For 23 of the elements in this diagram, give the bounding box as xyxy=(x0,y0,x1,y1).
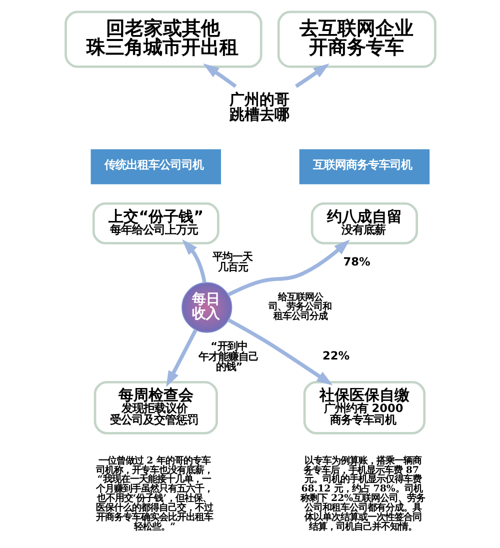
arrow xyxy=(182,239,206,284)
node-box: 传统出租车公司司机 xyxy=(90,149,221,184)
node-box: 每周检查会 发现拒载议价受公司及交管惩罚 xyxy=(93,381,218,434)
edge-label: “开到中午才能赚自己的钱” xyxy=(198,340,258,374)
node-box: 约八成自留 没有底薪 xyxy=(310,202,418,244)
arrow xyxy=(294,64,329,88)
arrow xyxy=(226,318,332,386)
label: 给互联网公司、劳务公司和租车公司分成 xyxy=(268,292,332,322)
node-circle: 每日收入 xyxy=(181,282,232,333)
node-box: 社保医保自缴 广州约有 2000商务专车司机 xyxy=(302,381,426,434)
node-text: 广州的哥跳槽去哪 xyxy=(229,90,290,124)
arrow xyxy=(166,328,197,388)
label: 一位曾做过 2 年的哥的专车司机称，开专车也没有底薪，“我现在一天能接十几单，一个月赚到手虽然只有五六千，也不用交‘份子钱’，但社保、医保什么的都得自己交，不过开商务专车确实会比开出租车轻松些。” xyxy=(95,455,212,532)
node-box: 去互联网企业开商务专车 xyxy=(276,10,436,68)
arrow xyxy=(202,64,236,88)
node-box: 上交“份子钱” 每年给公司上万元 xyxy=(92,202,219,244)
node-box: 互联网商务专车司机 xyxy=(298,149,430,184)
label: 以专车为例算账，搭乘一辆商务专车后，手机显示车费 87 元。司机的手机显示仅得车费 68.12 元，约占 78%。司机称剩下 22%互联网公司、劳务公司和租车公司都有分成。具体以单次结算或一次性签合同结算，司机自己并不知情。 xyxy=(300,455,425,532)
node-box: 回老家或其他珠三角城市开出租 xyxy=(64,10,262,68)
edge-label: 78% xyxy=(342,254,370,268)
edge-label: 22% xyxy=(322,348,350,363)
arrow xyxy=(226,240,350,296)
edge-label: 平均一天几百元 xyxy=(212,250,252,274)
